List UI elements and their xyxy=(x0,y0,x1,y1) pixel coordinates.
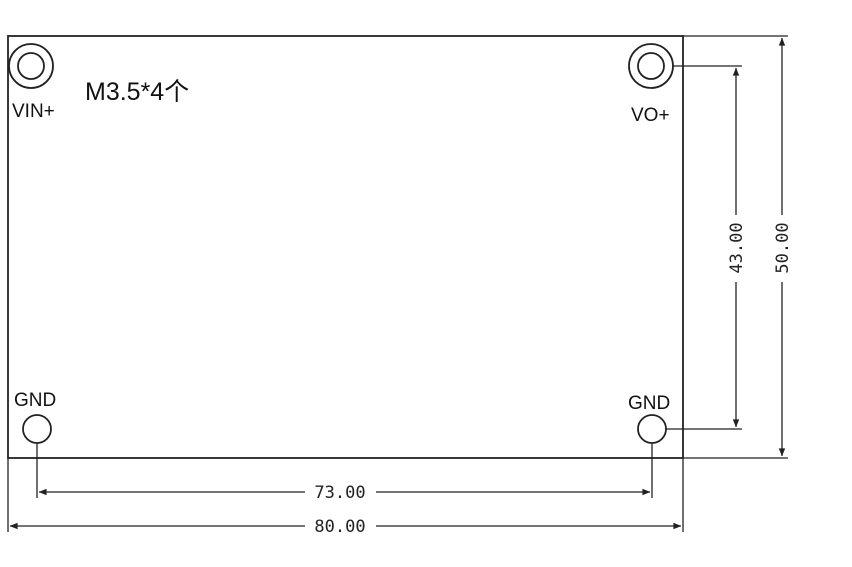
pin-label-vin-plus: VIN+ xyxy=(12,101,55,122)
dimension-label-43: 43.00 xyxy=(727,222,747,273)
dimension-label-80: 80.00 xyxy=(314,517,365,537)
dimension-label-73: 73.00 xyxy=(314,483,365,503)
hole-top-right xyxy=(628,43,674,89)
dimension-hole-spacing-horizontal: 73.00 xyxy=(36,443,653,503)
pin-label-gnd-right: GND xyxy=(628,393,670,414)
dimension-board-width: 80.00 xyxy=(7,458,684,537)
dimension-label-50: 50.00 xyxy=(773,222,793,273)
dimension-board-height: 50.00 xyxy=(683,35,793,459)
hole-bottom-right xyxy=(637,414,667,444)
pin-label-vo-plus: VO+ xyxy=(631,105,670,126)
dimension-hole-spacing-vertical: 43.00 xyxy=(666,65,747,430)
hole-bottom-left xyxy=(22,414,52,444)
mount-note: M3.5*4个 xyxy=(85,78,189,106)
board-outline xyxy=(7,35,684,459)
pin-label-gnd-left: GND xyxy=(14,390,56,411)
hole-top-left xyxy=(8,43,54,89)
